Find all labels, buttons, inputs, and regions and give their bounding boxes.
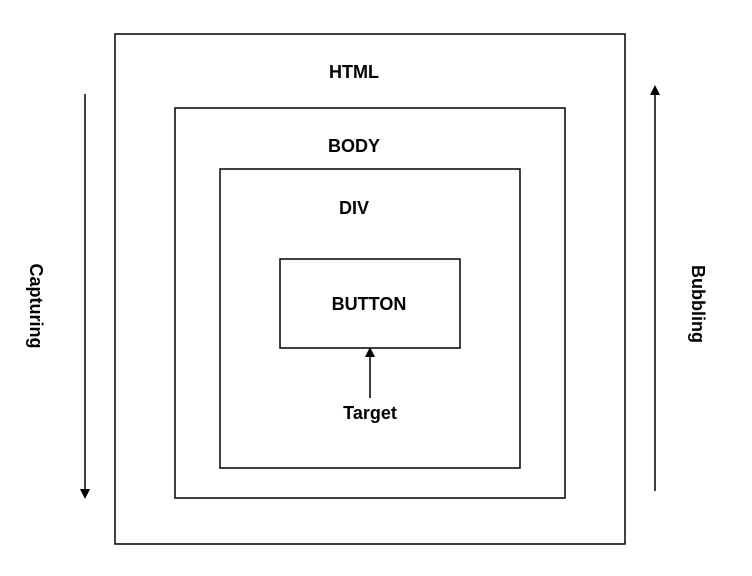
div-box: [219, 168, 521, 469]
div-label: DIV: [339, 198, 369, 218]
button-label: BUTTON: [332, 294, 407, 314]
bubbling-label: Bubbling: [688, 265, 708, 343]
capturing-label: Capturing: [26, 264, 46, 349]
body-label: BODY: [328, 136, 380, 156]
body-box: [174, 107, 566, 499]
target-label: Target: [343, 403, 397, 423]
html-box: [114, 33, 626, 545]
html-label: HTML: [329, 62, 379, 82]
